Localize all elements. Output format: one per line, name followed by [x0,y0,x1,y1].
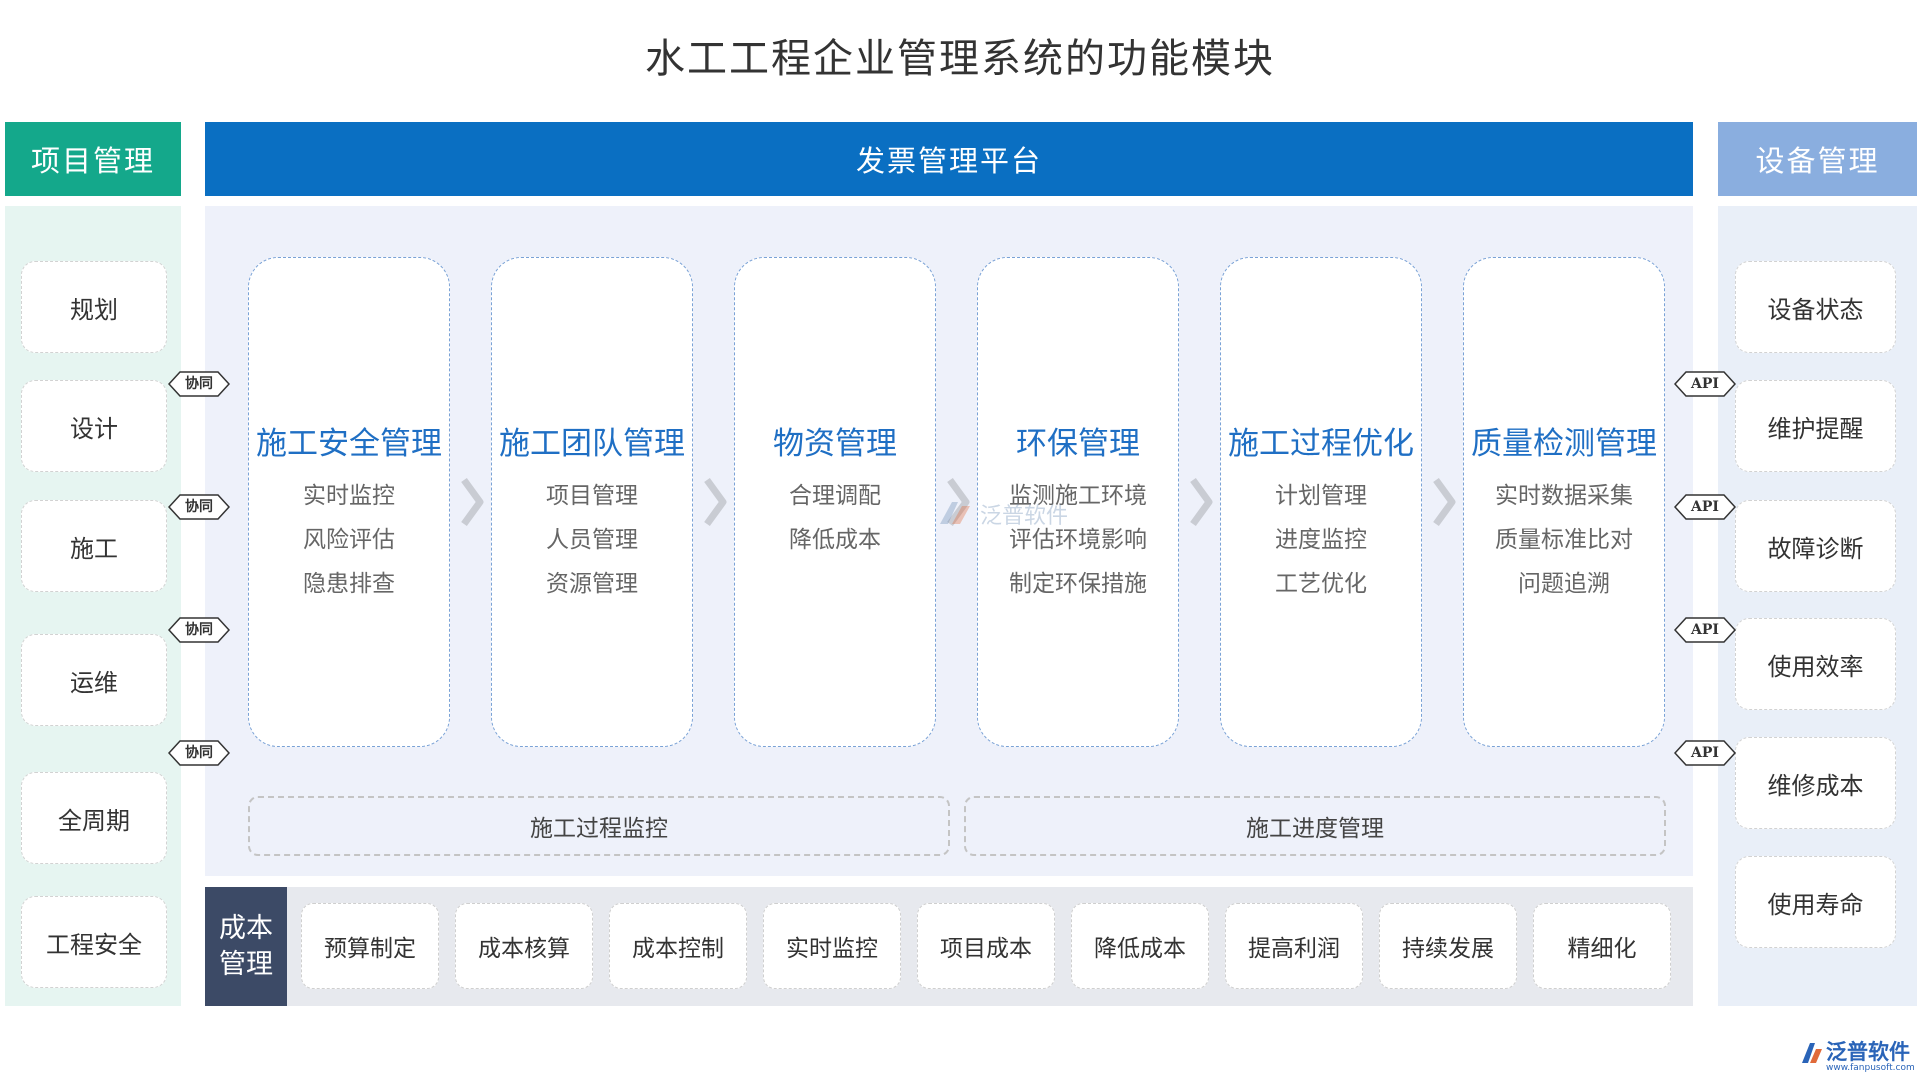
api-connector: API [1674,493,1736,521]
collaboration-connector: 协同 [168,616,230,644]
watermark-text: 泛普软件 [980,504,1069,529]
chevron-right-icon [947,477,970,527]
module-title: 施工安全管理 [256,426,442,462]
module-subitem: 制定环保措施 [1009,571,1147,597]
connector-label: 协同 [185,745,213,761]
connector-label: API [1691,745,1719,761]
device-item-repair-cost[interactable]: 维修成本 [1735,737,1896,829]
device-management-header: 设备管理 [1718,122,1917,196]
api-connector: API [1674,616,1736,644]
construction-progress-management[interactable]: 施工进度管理 [964,796,1666,856]
device-item-fault-diagnosis[interactable]: 故障诊断 [1735,500,1896,592]
project-item-operation[interactable]: 运维 [21,634,167,726]
connector-label: 协同 [185,499,213,515]
double-arrow-icon [168,617,230,643]
device-management-column: 设备状态 维护提醒 故障诊断 使用效率 维修成本 使用寿命 [1718,206,1917,1006]
connector-label: 协同 [185,622,213,638]
module-subitem: 合理调配 [789,483,881,509]
brand-name: 泛普软件 [1826,1040,1910,1064]
cost-item-increase-profit[interactable]: 提高利润 [1225,903,1363,989]
module-subitem: 进度监控 [1275,527,1367,553]
module-subitem: 问题追溯 [1518,571,1610,597]
project-management-column: 规划 设计 施工 运维 全周期 工程安全 [5,206,181,1006]
cost-management-band: 成本 管理 预算制定 成本核算 成本控制 实时监控 项目成本 降低成本 提高利润… [205,887,1693,1006]
module-card-construction-safety[interactable]: 施工安全管理 实时监控 风险评估 隐患排查 [248,257,450,747]
module-card-materials[interactable]: 物资管理 合理调配 降低成本 [734,257,936,747]
project-item-design[interactable]: 设计 [21,380,167,472]
module-card-quality-inspection[interactable]: 质量检测管理 实时数据采集 质量标准比对 问题追溯 [1463,257,1665,747]
module-subitem: 项目管理 [546,483,638,509]
brand-url: www.fanpusoft.com [1826,1063,1915,1073]
module-title: 环保管理 [1016,426,1140,462]
module-card-construction-team[interactable]: 施工团队管理 项目管理 人员管理 资源管理 [491,257,693,747]
module-subitem: 计划管理 [1275,483,1367,509]
brand-logo: 泛普软件 www.fanpusoft.com [1800,1036,1918,1076]
cost-item-realtime-monitoring[interactable]: 实时监控 [763,903,901,989]
double-arrow-icon [1674,740,1736,766]
double-arrow-icon [168,371,230,397]
module-title: 施工过程优化 [1228,426,1414,462]
module-title: 施工团队管理 [499,426,685,462]
project-item-full-cycle[interactable]: 全周期 [21,772,167,864]
module-subitem: 评估环境影响 [1009,527,1147,553]
double-arrow-icon [1674,617,1736,643]
module-subitem: 质量标准比对 [1495,527,1633,553]
collaboration-connector: 协同 [168,493,230,521]
module-title: 物资管理 [773,426,897,462]
invoice-platform-header: 发票管理平台 [205,122,1693,196]
chevron-right-icon [1190,477,1213,527]
module-subitem: 资源管理 [546,571,638,597]
connector-label: 协同 [185,376,213,392]
collaboration-connector: 协同 [168,739,230,767]
double-arrow-icon [168,494,230,520]
connector-label: API [1691,499,1719,515]
device-item-maintenance-reminder[interactable]: 维护提醒 [1735,380,1896,472]
chevron-right-icon [1433,477,1456,527]
double-arrow-icon [168,740,230,766]
cost-label-line: 管理 [219,948,273,980]
cost-management-label: 成本 管理 [205,887,287,1006]
device-item-usage-efficiency[interactable]: 使用效率 [1735,618,1896,710]
connector-label: API [1691,622,1719,638]
brand-logo-icon [1802,1043,1822,1063]
collaboration-connector: 协同 [168,370,230,398]
project-item-construction[interactable]: 施工 [21,500,167,592]
module-panel: 施工安全管理 实时监控 风险评估 隐患排查 施工团队管理 项目管理 人员管理 资… [205,206,1693,876]
module-subitem: 实时监控 [303,483,395,509]
watermark: 泛普软件 [936,498,1068,530]
module-subitem: 工艺优化 [1275,571,1367,597]
connector-label: API [1691,376,1719,392]
api-connector: API [1674,739,1736,767]
project-item-engineering-safety[interactable]: 工程安全 [21,896,167,988]
cost-item-control[interactable]: 成本控制 [609,903,747,989]
construction-process-monitoring[interactable]: 施工过程监控 [248,796,950,856]
double-arrow-icon [1674,371,1736,397]
module-title: 质量检测管理 [1471,426,1657,462]
project-item-planning[interactable]: 规划 [21,261,167,353]
module-subitem: 隐患排查 [303,571,395,597]
module-subitem: 监测施工环境 [1009,483,1147,509]
module-subitem: 风险评估 [303,527,395,553]
device-item-status[interactable]: 设备状态 [1735,261,1896,353]
double-arrow-icon [1674,494,1736,520]
module-card-process-optimization[interactable]: 施工过程优化 计划管理 进度监控 工艺优化 [1220,257,1422,747]
api-connector: API [1674,370,1736,398]
device-item-service-life[interactable]: 使用寿命 [1735,856,1896,948]
module-card-environmental[interactable]: 环保管理 监测施工环境 评估环境影响 制定环保措施 [977,257,1179,747]
chevron-right-icon [461,477,484,527]
cost-item-sustainable-development[interactable]: 持续发展 [1379,903,1517,989]
module-subitem: 实时数据采集 [1495,483,1633,509]
chevron-right-icon [704,477,727,527]
brand-logo-icon [940,502,970,524]
cost-item-project-cost[interactable]: 项目成本 [917,903,1055,989]
cost-item-budgeting[interactable]: 预算制定 [301,903,439,989]
cost-item-reduce-cost[interactable]: 降低成本 [1071,903,1209,989]
page-title: 水工工程企业管理系统的功能模块 [645,36,1275,82]
module-subitem: 降低成本 [789,527,881,553]
cost-item-refinement[interactable]: 精细化 [1533,903,1671,989]
module-subitem: 人员管理 [546,527,638,553]
cost-item-accounting[interactable]: 成本核算 [455,903,593,989]
cost-label-line: 成本 [219,912,273,944]
project-management-header: 项目管理 [5,122,181,196]
